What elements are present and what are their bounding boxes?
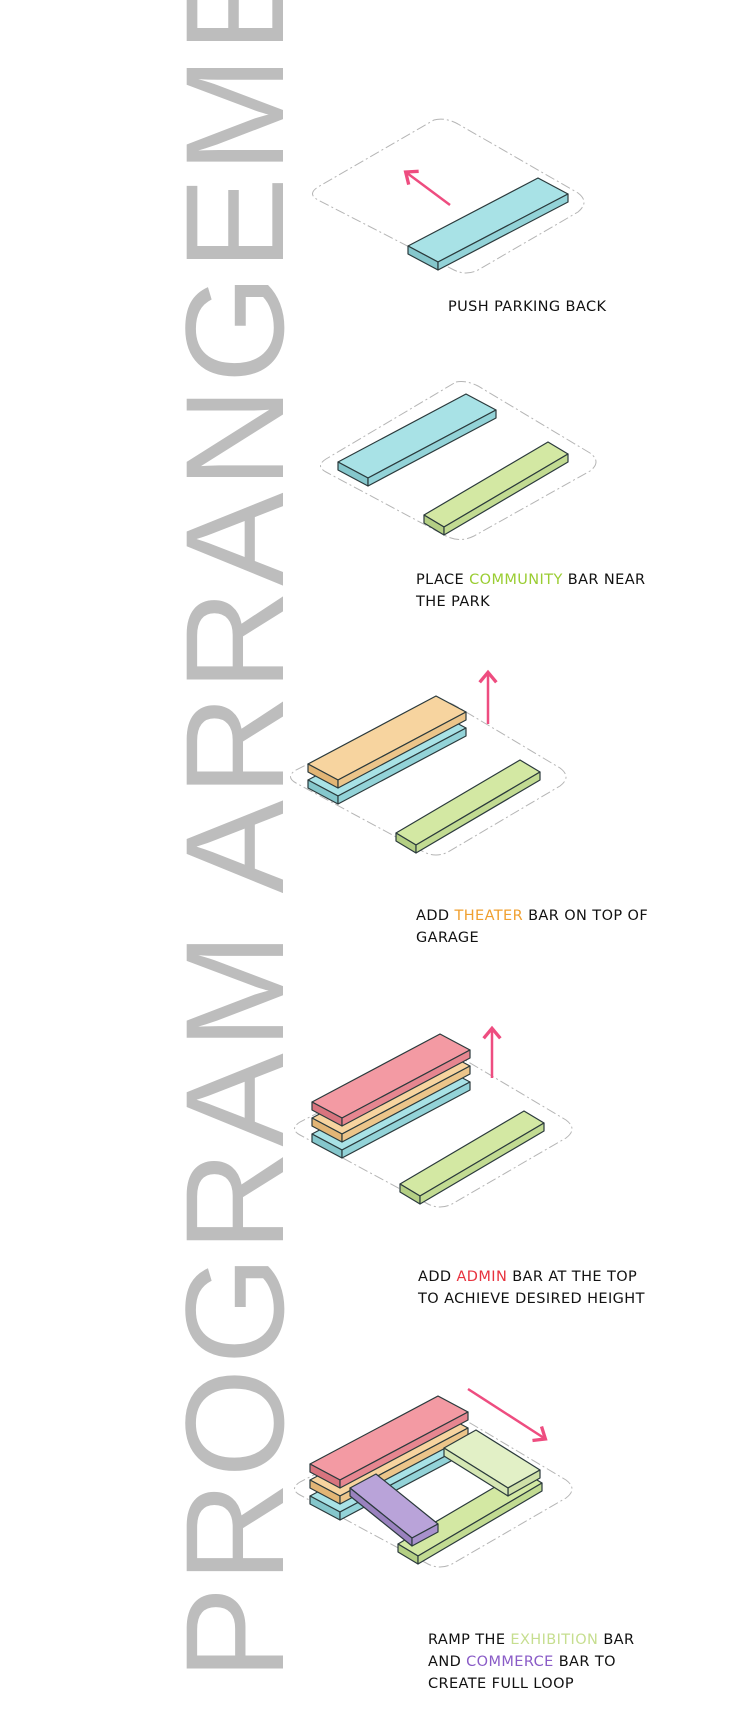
caption-line-1: ADD ADMIN BAR AT THE TOP [418,1266,645,1288]
commerce-bar [349,1473,439,1547]
diagram-step-4 [294,1025,573,1208]
caption-text: ADD [416,908,455,924]
admin-bar [311,1033,471,1127]
community-bar [395,759,541,854]
arrow [403,169,451,207]
highlight-theater: THEATER [454,908,524,924]
caption-text: PLACE [416,572,470,588]
caption-line-3: CREATE FULL LOOP [428,1676,575,1692]
parking-bar [337,393,497,487]
highlight-community: COMMUNITY [469,572,563,588]
admin-bar [309,1395,469,1489]
caption-line-1: RAMP THE EXHIBITION BAR [428,1629,634,1651]
caption-text: BAR ON TOP OF [523,908,649,924]
caption-step-2: PLACE COMMUNITY BAR NEAR THE PARK [416,569,646,613]
highlight-exhibition: EXHIBITION [510,1632,599,1648]
diagram-step-3 [290,669,567,856]
caption-line-2: AND COMMERCE BAR TO [428,1651,634,1673]
caption-text: RAMP THE [428,1632,511,1648]
caption-text: ADD [418,1269,457,1285]
caption-step-4: ADD ADMIN BAR AT THE TOP TO ACHIEVE DESI… [418,1266,645,1310]
caption-line-1: ADD THEATER BAR ON TOP OF [416,905,648,927]
caption-text: BAR AT THE TOP [507,1269,638,1285]
caption-line-2: THE PARK [416,594,491,610]
site-outline [312,118,585,274]
diagram-step-1 [312,118,585,274]
diagram-step-2 [320,381,597,540]
parking-bar [407,177,569,271]
community-bar [399,1110,545,1205]
caption-text: BAR NEAR [562,572,646,588]
caption-text: AND [428,1654,467,1670]
highlight-commerce: COMMERCE [466,1654,554,1670]
caption-step-1: PUSH PARKING BACK [448,296,606,318]
caption-text: BAR TO [553,1654,616,1670]
theater-bar [307,695,467,789]
caption-line: PUSH PARKING BACK [448,299,607,315]
caption-step-5: RAMP THE EXHIBITION BAR AND COMMERCE BAR… [428,1629,634,1695]
highlight-admin: ADMIN [456,1269,508,1285]
community-bar [423,441,569,536]
exhibition-bar [443,1429,541,1497]
diagram-step-5 [294,1387,573,1568]
caption-line-1: PLACE COMMUNITY BAR NEAR [416,569,646,591]
caption-step-3: ADD THEATER BAR ON TOP OF GARAGE [416,905,648,949]
caption-line-2: GARAGE [416,930,480,946]
caption-line-2: TO ACHIEVE DESIRED HEIGHT [418,1291,645,1307]
arrow [467,1387,548,1443]
site-outline [320,381,597,540]
caption-text: BAR [598,1632,635,1648]
